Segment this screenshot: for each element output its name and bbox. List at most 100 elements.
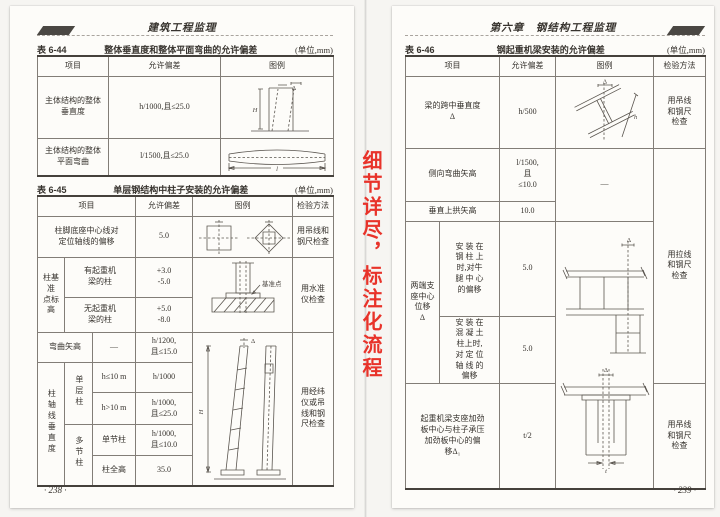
col-header-tolerance: 允许偏差 [499, 55, 556, 77]
diagram-stiffener-plate-offset: Δ t [558, 367, 652, 475]
table-label: 表 6-46 [405, 45, 435, 55]
cell-item: 垂直上拱矢高 [405, 200, 500, 222]
cell-item: 起重机梁支座加劲 板中心与柱子承压 加劲板中心的偏 移Δ₁ [405, 383, 500, 490]
cell-item: 梁的跨中垂直度 Δ [405, 75, 500, 149]
running-head-left: 建筑工程监理 [147, 23, 217, 34]
label-delta: Δ [602, 79, 606, 86]
cell-tolerance: l/1500, 且 ≤10.0 [499, 147, 556, 202]
head-rule-left [37, 35, 333, 36]
cell-item: 主体结构的整体 平面弯曲 [37, 137, 109, 177]
chapter-tab-left [36, 26, 76, 35]
cell-item: 弯曲矢高 [37, 331, 93, 363]
table-title: 单层钢结构中柱子安装的允许偏差 [113, 185, 249, 195]
cell-method: 用吊线 和钢尺 检查 [653, 75, 706, 149]
chapter-tab-right [666, 26, 706, 35]
cell-method: 用经纬 仪或吊 线和钢 尺检查 [292, 331, 334, 486]
cell-method: 用水准 仪检查 [292, 256, 334, 333]
cell-tolerance: t/2 [499, 383, 556, 490]
cell-legend [192, 215, 293, 258]
head-rule-right [405, 35, 705, 36]
diagram-crane-girder-support-elevation: Δ [558, 237, 652, 359]
label-h: h [634, 114, 637, 121]
cell-method: 用吊线 和钢尺 检查 [653, 383, 706, 490]
cell-item: 有起重机 梁的柱 [64, 256, 136, 298]
cell-item: 单节柱 [92, 424, 136, 456]
table-unit: (单位,mm) [666, 45, 705, 55]
diagram-plane-bending: l [223, 140, 331, 173]
diagram-column-base-centerlines [195, 218, 291, 256]
page-right: 第六章 钢结构工程监理 表 6-46 钢起重机梁安装的允许偏差 (单位,mm) … [392, 6, 714, 508]
cell-legend: H Δ [192, 331, 293, 486]
cell-legend: Δ h [555, 75, 654, 149]
caption-table-6-44: 表 6-44 整体垂直度和整体平面弯曲的允许偏差 (单位,mm) [37, 43, 333, 56]
col-header-legend: 图例 [192, 195, 293, 217]
caption-table-6-45: 表 6-45 单层钢结构中柱子安装的允许偏差 (单位,mm) [37, 183, 333, 196]
cell-tolerance: +5.0 -8.0 [135, 296, 193, 333]
cell-item-subgroup: 多节柱 [64, 424, 93, 486]
cell-item: 主体结构的整体 垂直度 [37, 75, 109, 139]
cell-item-subgroup: 单层柱 [64, 361, 93, 426]
cell-item-sub: — [92, 331, 136, 363]
col-header-method: 检验方法 [653, 55, 706, 77]
cell-method: 用吊线和 钢尺检查 [292, 215, 334, 258]
col-header-tolerance: 允许偏差 [135, 195, 193, 217]
label-l: l [276, 166, 278, 173]
cell-item-group: 两端支 座中心 位移 Δ [405, 220, 440, 385]
label-datum: 基准点 [262, 279, 282, 288]
cell-tolerance: +3.0 -5.0 [135, 256, 193, 298]
cell-method: 用拉线 和钢尺 检查 [653, 147, 706, 385]
cell-tolerance: 10.0 [499, 200, 556, 222]
vertical-label: 单层柱 [74, 374, 84, 408]
label-delta: Δ [604, 367, 608, 374]
cell-tolerance: h/500 [499, 75, 556, 149]
table-unit: (单位,mm) [294, 45, 333, 55]
cell-tolerance: h/1000 [135, 361, 193, 394]
cell-item: 柱脚底座中心线对 定位轴线的偏移 [37, 215, 136, 258]
cell-item-group: 柱基准 点标高 [37, 256, 65, 333]
page-number-left: · 238 · [44, 485, 67, 495]
running-head-right: 第六章 钢结构工程监理 [489, 23, 617, 34]
cell-item: 安 装 在 钢 柱 上 时,对牛 腿 中 心 的偏移 [439, 220, 500, 317]
cell-tolerance: 5.0 [499, 220, 556, 317]
cell-item-group: 柱轴线垂直度 [37, 361, 65, 486]
cell-tolerance: h/1200, 且≤15.0 [135, 331, 193, 363]
cell-item: 柱全高 [92, 455, 136, 486]
table-6-44: 项目 允许偏差 图例 主体结构的整体 垂直度 h/1000,且≤25.0 Δ H [37, 55, 334, 177]
label-t: t [605, 468, 607, 475]
diagram-column-datum-level: 基准点 [196, 259, 282, 331]
label-delta: Δ [627, 237, 631, 244]
diagram-column-axis-verticality: H Δ [198, 337, 290, 484]
cell-tolerance: 5.0 [135, 215, 193, 258]
page-left: 建筑工程监理 表 6-44 整体垂直度和整体平面弯曲的允许偏差 (单位,mm) … [10, 6, 354, 508]
col-header-legend: 图例 [220, 55, 334, 77]
cell-item: 侧向弯曲矢高 [405, 147, 500, 202]
cell-item: 安 装 在 混 凝 土 柱上时, 对 定 位 轴 线 的 偏移 [439, 315, 500, 385]
cell-tolerance: l/1500,且≤25.0 [108, 137, 221, 177]
table-6-45: 项目 允许偏差 图例 检验方法 柱脚底座中心线对 定位轴线的偏移 5.0 [37, 195, 334, 487]
col-header-method: 检验方法 [292, 195, 334, 217]
label-delta: Δ [292, 85, 296, 92]
diagram-overall-verticality: Δ H [231, 79, 323, 135]
table-label: 表 6-44 [37, 45, 67, 55]
table-6-46: 项目 允许偏差 图例 检验方法 梁的跨中垂直度 Δ h/500 Δ [405, 55, 706, 490]
group-label: 两端支 座中心 位移 Δ [410, 280, 435, 323]
table-title: 钢起重机梁安装的允许偏差 [496, 45, 605, 55]
cell-item: h≤10 m [92, 361, 136, 394]
page-number-right: · 239 · [673, 485, 697, 495]
cell-item: 无起重机 梁的柱 [64, 296, 136, 333]
cell-legend: l [220, 137, 334, 177]
label-H: H [252, 107, 258, 114]
caption-table-6-46: 表 6-46 钢起重机梁安装的允许偏差 (单位,mm) [405, 43, 705, 56]
label-H: H [198, 409, 205, 415]
vertical-label: 多节柱 [74, 436, 84, 470]
cell-legend: Δ Δ t [555, 220, 654, 490]
col-header-item: 项目 [37, 195, 136, 217]
cell-tolerance: h/1000,且≤25.0 [108, 75, 221, 139]
table-label: 表 6-45 [37, 185, 67, 195]
table-title: 整体垂直度和整体平面弯曲的允许偏差 [104, 45, 258, 55]
col-header-tolerance: 允许偏差 [108, 55, 221, 77]
cell-item: h>10 m [92, 392, 136, 426]
cell-tolerance: 5.0 [499, 315, 556, 385]
col-header-item: 项目 [405, 55, 500, 77]
